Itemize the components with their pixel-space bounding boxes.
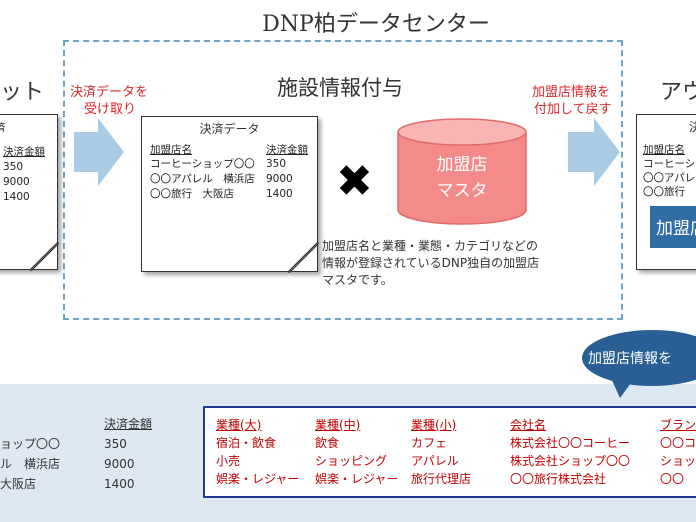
category-col-brand-row-2: ショッ [660, 454, 696, 468]
info-bubble-tail [610, 376, 636, 398]
category-col-small-row-2: アパレル [411, 454, 459, 468]
right-doc-row0: 決 [689, 120, 696, 134]
info-bubble [582, 330, 696, 386]
payment-doc-row-1-amount: 350 [266, 158, 287, 170]
return-note-line2: 付加して戻す [534, 102, 612, 117]
bottom-amount-2: 9000 [104, 457, 135, 471]
payment-doc-amount-header: 決済金額 [266, 144, 308, 156]
category-col-medium-row-3: 娯楽・レジャー [315, 472, 399, 486]
category-col-small-row-3: 旅行代理店 [411, 472, 472, 486]
category-col-large-row-3: 娯楽・レジャー [216, 472, 300, 486]
category-col-company-row-3: 〇〇旅行株式会社 [510, 472, 607, 486]
bottom-amount-header: 決済金額 [104, 417, 153, 431]
return-note-line1: 加盟店情報を [532, 85, 611, 100]
master-description-line2: 情報が登録されているDNP独自の加盟店 [322, 256, 540, 270]
data-center-region [63, 40, 623, 320]
return-note: 加盟店情報を 付加して戻す [532, 84, 612, 118]
category-col-small-header: 業種(小) [411, 418, 457, 432]
master-description-line1: 加盟店名と業種・業態・カテゴリなどの [322, 239, 539, 253]
category-col-small-row-1: カフェ [411, 436, 448, 450]
payment-doc-name-header: 加盟店名 [150, 144, 192, 156]
bottom-amount-1: 350 [104, 437, 127, 451]
bottom-left-row-3: 大阪店 [0, 477, 37, 491]
category-col-brand-row-3: 〇〇 [660, 472, 685, 486]
payment-doc-row-3-amount: 1400 [266, 188, 293, 200]
category-col-company-row-2: 株式会社ショップ〇〇 [510, 454, 631, 468]
right-doc-row-1: コーヒーショ [643, 158, 696, 170]
bottom-left-row-1: ョップ〇〇 [0, 437, 61, 451]
left-doc-amount-2: 9000 [3, 176, 30, 188]
right-doc-name-header: 加盟店名 [643, 144, 685, 156]
master-description-line3: マスタです。 [322, 273, 393, 287]
right-panel-title: アウ [660, 80, 696, 105]
category-col-large-row-1: 宿泊・飲食 [216, 436, 277, 450]
master-db-line2: マスタ [436, 181, 488, 201]
category-col-brand: ブラン 〇〇コ ショッ 〇〇 [660, 416, 696, 488]
category-col-large-row-2: 小売 [216, 454, 241, 468]
left-doc-row0: 済 [0, 122, 6, 134]
right-doc-row-3: 〇〇旅行 [643, 186, 685, 198]
category-col-medium-row-1: 飲食 [315, 436, 340, 450]
category-col-company: 会社名 株式会社〇〇コーヒー 株式会社ショップ〇〇 〇〇旅行株式会社 [510, 416, 630, 488]
payment-doc-fold [288, 242, 319, 273]
left-doc-amount-header: 決済金額 [3, 146, 45, 158]
payment-doc-header: 決済データ [199, 122, 260, 136]
receive-note: 決済データを 受け取り [70, 84, 148, 118]
left-panel-title: ット [0, 80, 45, 105]
category-col-medium: 業種(中) 飲食 ショッピング 娯楽・レジャー [315, 416, 398, 488]
multiply-icon: ✖ [336, 156, 373, 207]
category-col-brand-header: ブラン [660, 418, 696, 432]
master-database-icon [397, 118, 527, 225]
category-col-large-header: 業種(大) [216, 418, 262, 432]
receive-note-line2: 受け取り [84, 102, 137, 117]
category-col-brand-row-1: 〇〇コ [660, 436, 696, 450]
left-doc-amount-3: 1400 [3, 191, 30, 203]
bottom-left-row-2: ル 横浜店 [0, 457, 61, 471]
payment-doc-row-3-name: 〇〇旅行 大阪店 [150, 188, 234, 200]
category-col-medium-row-2: ショッピング [315, 454, 388, 468]
bottom-left-rows: ョップ〇〇 ル 横浜店 大阪店 [0, 434, 60, 494]
center-title: 施設情報付与 [277, 76, 403, 100]
bottom-amounts: 決済金額 350 9000 1400 [104, 414, 152, 494]
return-arrow [568, 118, 620, 186]
master-database-label: 加盟店 マスタ [396, 152, 528, 204]
category-col-company-header: 会社名 [510, 418, 547, 432]
bottom-amount-3: 1400 [104, 477, 135, 491]
category-col-company-row-1: 株式会社〇〇コーヒー [510, 436, 631, 450]
info-bubble-text: 加盟店情報を [588, 351, 672, 367]
payment-data-doc: 決済データ 加盟店名 決済金額 コーヒーショップ〇〇 350 〇〇アパレル 横浜… [141, 116, 318, 272]
data-center-title: DNP柏データセンター [262, 12, 490, 37]
category-col-medium-header: 業種(中) [315, 418, 361, 432]
payment-doc-row-2-amount: 9000 [266, 173, 293, 185]
left-doc-amount-1: 350 [3, 161, 24, 173]
payment-doc-row-2-name: 〇〇アパレル 横浜店 [150, 173, 255, 185]
master-db-line1: 加盟店 [436, 155, 488, 175]
receive-note-line1: 決済データを [70, 85, 149, 100]
category-box [203, 406, 696, 498]
right-doc-badge-text: 加盟店 [656, 219, 696, 239]
category-col-large: 業種(大) 宿泊・飲食 小売 娯楽・レジャー [216, 416, 299, 488]
right-doc-badge [650, 206, 696, 248]
receive-arrow [74, 118, 124, 186]
left-payment-doc: 済 決済金額 350 9000 1400 [0, 114, 58, 270]
master-description: 加盟店名と業種・業態・カテゴリなどの 情報が登録されているDNP独自の加盟店 マ… [322, 238, 539, 289]
left-doc-fold [30, 242, 59, 271]
right-doc-row-2: 〇〇アパレ [643, 172, 696, 184]
category-col-small: 業種(小) カフェ アパレル 旅行代理店 [411, 416, 471, 488]
payment-doc-row-1-name: コーヒーショップ〇〇 [150, 158, 255, 170]
